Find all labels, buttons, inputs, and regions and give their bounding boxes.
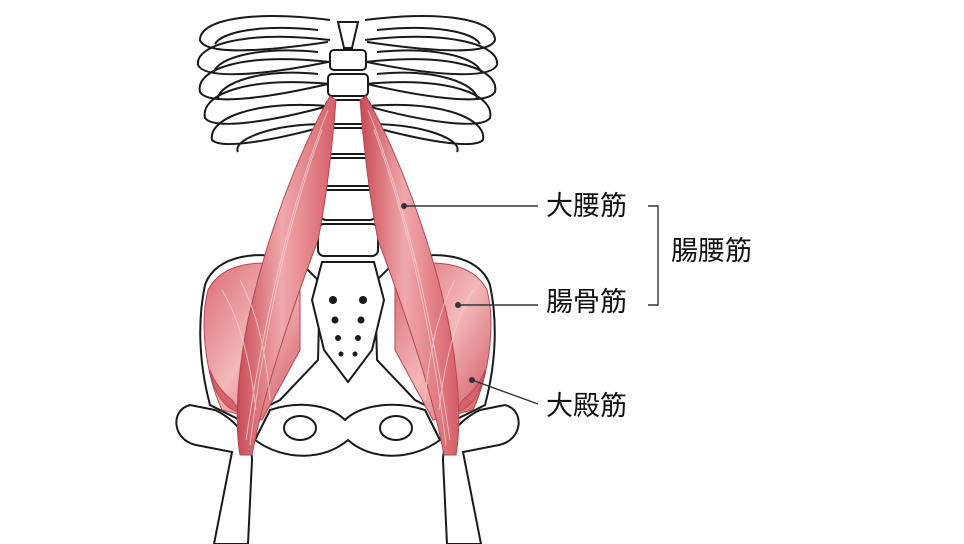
rib-cage — [196, 15, 499, 153]
sacral-foramina — [329, 296, 367, 357]
label-iliopsoas: 腸腰筋 — [671, 236, 752, 267]
glute-dot — [469, 377, 475, 383]
left-gluteus — [209, 369, 242, 413]
label-iliacus: 腸骨筋 — [546, 287, 627, 318]
label-gluteus: 大殿筋 — [546, 391, 627, 422]
muscle-fibers — [221, 109, 474, 446]
psoas-dot — [401, 203, 407, 209]
femurs — [175, 403, 520, 544]
leader-lines — [404, 205, 659, 405]
glute-leader — [471, 379, 539, 405]
iliopsoas-bracket — [648, 205, 659, 306]
label-psoas-major: 大腰筋 — [546, 191, 627, 222]
iliacus-dot — [455, 302, 461, 308]
